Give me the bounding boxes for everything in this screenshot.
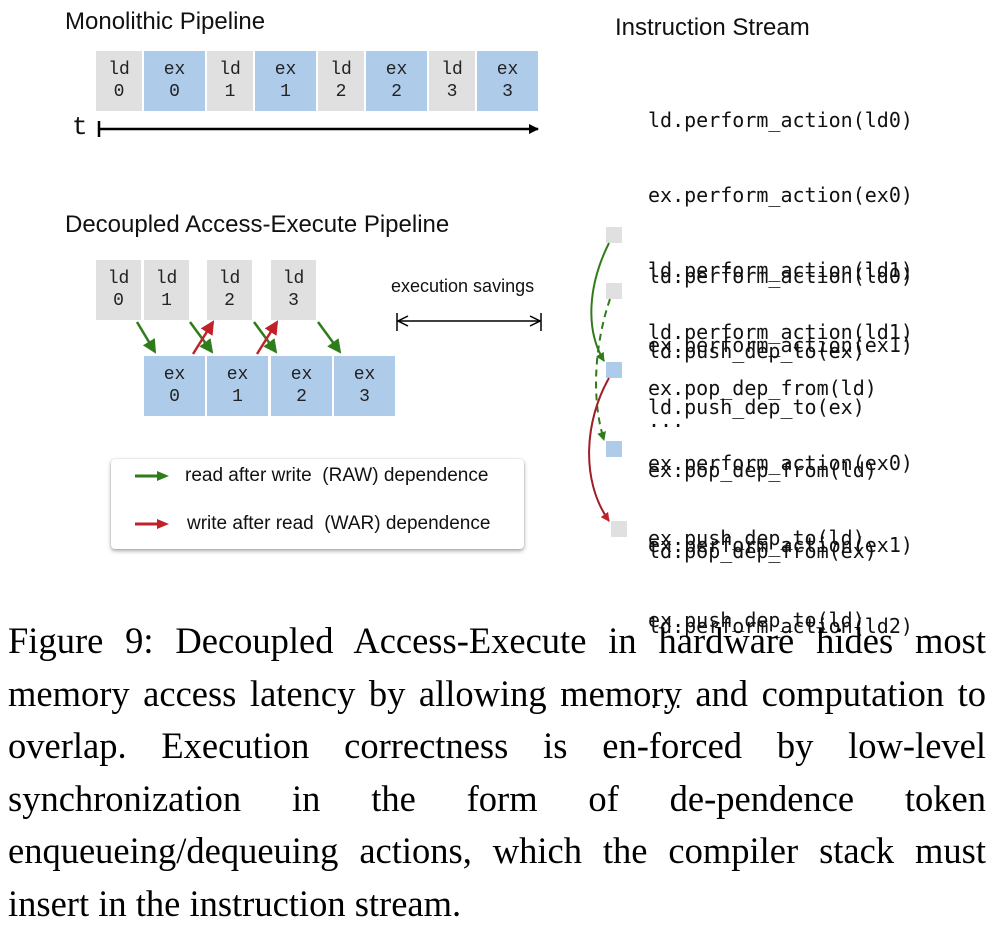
instruction-line: ex.perform_action(ex1) — [648, 533, 913, 557]
stage-index: 2 — [296, 387, 307, 407]
instruction-line: ex.perform_action(ex0) — [648, 183, 913, 207]
instruction-line: ld.push_dep_to(ex) — [648, 339, 865, 363]
stage-index: 3 — [359, 387, 370, 407]
time-axis — [97, 121, 539, 137]
war-arrow-ex0-ld2 — [191, 320, 215, 355]
instruction-line: ex.pop_dep_from(ld) — [648, 376, 877, 400]
stream-marker-ex0 — [606, 362, 622, 378]
instruction-line: ex.push_dep_to(ld) — [648, 526, 865, 550]
stage-unit: ex — [163, 365, 186, 385]
stage-unit: ex — [163, 60, 186, 80]
stage-index: 3 — [288, 291, 299, 311]
instruction-line: ld.perform_action(ld0) — [648, 108, 913, 132]
stage-index: 2 — [391, 82, 402, 102]
instruction-ellipsis: ... — [648, 689, 685, 713]
decoupled-instruction-group-4: ld.pop_dep_from(ex) ld.perform_action(ld… — [648, 489, 913, 739]
instruction-line: ex.perform_action(ex0) — [648, 451, 913, 475]
war-arrow-ex1-ld3 — [255, 320, 279, 355]
legend-item-raw: read after write (RAW) dependence — [111, 465, 488, 487]
monolithic-instruction-list: ld.perform_action(ld0) ex.perform_action… — [648, 58, 913, 458]
stream-marker-ld2 — [611, 521, 627, 537]
decoupled-instruction-group-1: ld.perform_action(ld1) ld.push_dep_to(ex… — [648, 270, 913, 445]
red-arrow-icon — [135, 519, 169, 529]
stage-unit: ld — [441, 60, 463, 80]
stage-index: 0 — [169, 82, 180, 102]
stage-index: 2 — [335, 82, 347, 102]
stage-index: 0 — [113, 82, 125, 102]
stage-unit: ex — [353, 365, 376, 385]
stage-unit: ld — [155, 269, 178, 289]
stage-index: 0 — [169, 387, 180, 407]
instruction-line: ld.perform_action(ld1) — [648, 320, 913, 344]
stage-index: 0 — [113, 291, 124, 311]
stage-unit: ld — [219, 60, 241, 80]
raw-arrow-ld1-ex1 — [188, 321, 214, 354]
decoupled-instruction-group-0: ld.perform_action(ld0) ld.push_dep_to(ex… — [648, 214, 913, 389]
legend-label-war: write after read (WAR) dependence — [187, 513, 491, 534]
legend-item-war: write after read (WAR) dependence — [111, 513, 490, 535]
instruction-line: ld.push_dep_to(ex) — [648, 395, 865, 419]
execution-savings-label: execution savings — [391, 276, 535, 296]
instruction-line: ld.perform_action(ld1) — [648, 258, 913, 282]
stage-index: 1 — [161, 291, 172, 311]
stage-index: 1 — [280, 82, 291, 102]
time-axis-label: t — [72, 112, 88, 142]
figure-caption: Figure 9: Decoupled Access-Execute in ha… — [8, 620, 986, 924]
dependence-legend: read after write (RAW) dependence write … — [111, 459, 524, 549]
stage-unit: ld — [218, 269, 241, 289]
stream-raw-ld0-ex0 — [590, 242, 610, 362]
stage-unit: ld — [107, 269, 130, 289]
stage-index: 3 — [446, 82, 458, 102]
legend-label-raw: read after write (RAW) dependence — [185, 465, 489, 486]
stage-unit: ex — [496, 60, 519, 80]
stage-index: 1 — [232, 387, 243, 407]
decoupled-instruction-group-2: ex.pop_dep_from(ld) ex.perform_action(ex… — [648, 326, 913, 576]
decoupled-instruction-group-3: ex.pop_dep_from(ld) ex.perform_action(ex… — [648, 408, 913, 658]
raw-arrow-ld3-ex3 — [316, 321, 342, 354]
stage-index: 2 — [224, 291, 235, 311]
stage-index: 1 — [224, 82, 236, 102]
raw-arrow-ld0-ex0 — [135, 321, 157, 354]
instruction-line: ld.perform_action(ld0) — [648, 264, 913, 288]
green-arrow-icon — [135, 471, 169, 481]
stage-unit: ex — [290, 365, 313, 385]
instruction-stream-title: Instruction Stream — [615, 14, 810, 41]
stream-marker-ld1 — [606, 283, 622, 299]
stage-unit: ex — [385, 60, 408, 80]
decoupled-pipeline-title: Decoupled Access-Execute Pipeline — [65, 211, 450, 238]
stream-marker-ex1 — [606, 441, 622, 457]
stage-unit: ld — [282, 269, 305, 289]
stage-unit: ex — [226, 365, 249, 385]
execution-savings-bracket — [396, 313, 542, 331]
instruction-line: ex.pop_dep_from(ld) — [648, 458, 877, 482]
stage-unit: ld — [108, 60, 130, 80]
instruction-line: ld.pop_dep_from(ex) — [648, 539, 877, 563]
stage-unit: ld — [330, 60, 352, 80]
instruction-line: ex.perform_action(ex1) — [648, 333, 913, 357]
instruction-line: ld.perform_action(ld2) — [648, 614, 913, 638]
monolithic-pipeline-title: Monolithic Pipeline — [65, 8, 266, 35]
stream-marker-ld0 — [606, 227, 622, 243]
stage-index: 3 — [502, 82, 513, 102]
instruction-ellipsis: ... — [648, 408, 685, 432]
instruction-line: ex.push_dep_to(ld) — [648, 608, 865, 632]
stage-unit: ex — [274, 60, 297, 80]
raw-arrow-ld2-ex2 — [252, 321, 278, 354]
